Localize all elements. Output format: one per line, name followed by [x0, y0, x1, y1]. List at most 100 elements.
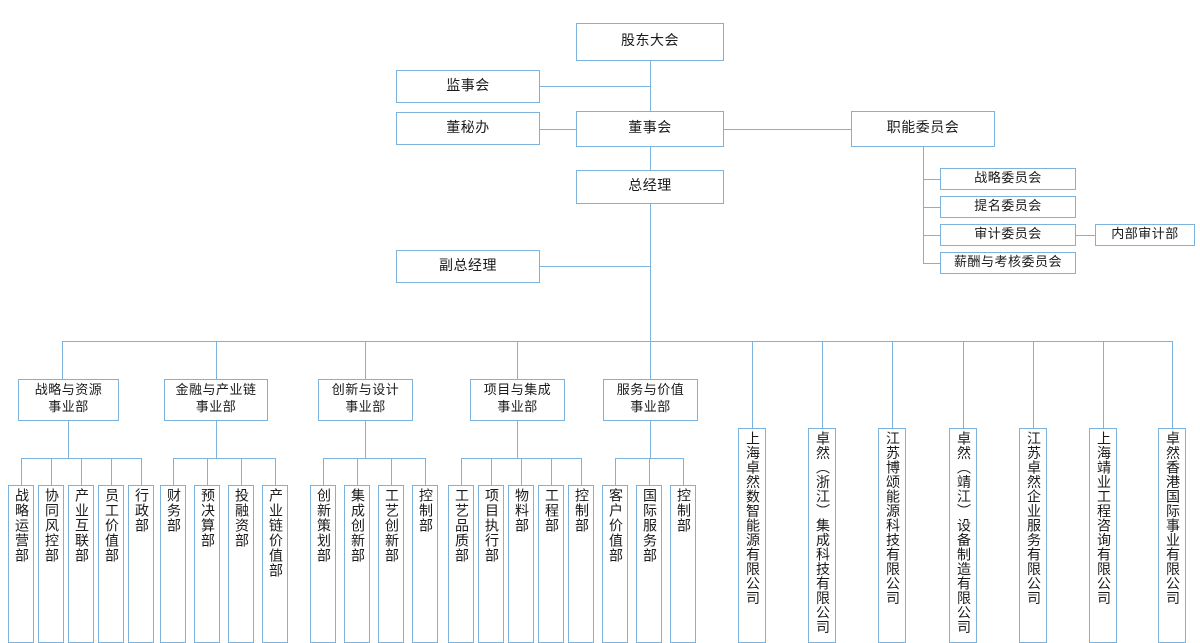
connector-dept-0-4 [141, 458, 142, 485]
division-3-line2: 事业部 [497, 400, 538, 415]
division-1-line2: 事业部 [195, 400, 237, 415]
box-dept-3-2[interactable]: 物料部 [508, 485, 534, 643]
box-division-3[interactable]: 项目与集成 事业部 [470, 379, 565, 421]
main-horizontal-bus [62, 341, 1172, 342]
box-division-4[interactable]: 服务与价值 事业部 [603, 379, 698, 421]
connector-secretary-to-board [540, 129, 576, 130]
box-dept-0-1[interactable]: 协同风控部 [38, 485, 64, 643]
connector-board-to-functional-committee [724, 129, 851, 130]
division-3-line1: 项目与集成 [483, 383, 552, 399]
connector-dept-1-0 [173, 458, 174, 485]
connector-dept-2-2 [391, 458, 392, 485]
box-subsidiary-6[interactable]: 卓然香港国际事业有限公司 [1158, 428, 1186, 643]
connector-division-2-drop [365, 421, 366, 458]
dept-label: 工艺创新部 [383, 488, 399, 563]
connector-bus-to-division-2 [365, 341, 366, 379]
dept-label: 国际服务部 [641, 488, 657, 563]
subsidiary-label: 卓然（浙江）集成科技有限公司 [814, 431, 830, 634]
box-dept-1-2[interactable]: 投融资部 [228, 485, 254, 643]
box-subsidiary-3[interactable]: 卓然（靖江）设备制造有限公司 [949, 428, 977, 643]
dept-label: 预决算部 [199, 488, 215, 548]
dept-label: 项目执行部 [483, 488, 499, 563]
dept-label: 控制部 [675, 488, 691, 533]
subsidiary-label: 江苏博颂能源科技有限公司 [884, 431, 900, 605]
box-subsidiary-1[interactable]: 卓然（浙江）集成科技有限公司 [808, 428, 836, 643]
box-dept-3-4[interactable]: 控制部 [568, 485, 594, 643]
connector-division-1-drop [216, 421, 217, 458]
box-dept-4-2[interactable]: 控制部 [670, 485, 696, 643]
box-nomination-committee[interactable]: 提名委员会 [940, 196, 1076, 218]
box-dept-2-0[interactable]: 创新策划部 [310, 485, 336, 643]
connector-bus-to-subsidiary-2 [892, 341, 893, 428]
subsidiary-label: 卓然香港国际事业有限公司 [1164, 431, 1180, 605]
box-dept-3-1[interactable]: 项目执行部 [478, 485, 504, 643]
box-subsidiary-5[interactable]: 上海靖业工程咨询有限公司 [1089, 428, 1117, 643]
connector-bus-to-division-4 [650, 341, 651, 379]
box-audit-committee[interactable]: 审计委员会 [940, 224, 1076, 246]
box-division-0[interactable]: 战略与资源 事业部 [18, 379, 119, 421]
box-board-of-directors[interactable]: 董事会 [576, 111, 724, 147]
connector-dept-2-3 [425, 458, 426, 485]
box-subsidiary-0[interactable]: 上海卓然数智能源有限公司 [738, 428, 766, 643]
connector-dept-3-3 [551, 458, 552, 485]
box-deputy-general-manager[interactable]: 副总经理 [396, 250, 540, 283]
connector-supervisory-to-spine [540, 86, 650, 87]
box-subsidiary-2[interactable]: 江苏博颂能源科技有限公司 [878, 428, 906, 643]
box-dept-1-1[interactable]: 预决算部 [194, 485, 220, 643]
box-dept-4-0[interactable]: 客户价值部 [602, 485, 628, 643]
subsidiary-label: 上海卓然数智能源有限公司 [744, 431, 760, 605]
dept-label: 控制部 [417, 488, 433, 533]
box-board-secretary-office[interactable]: 董秘办 [396, 112, 540, 145]
dept-label: 财务部 [165, 488, 181, 533]
box-dept-2-1[interactable]: 集成创新部 [344, 485, 370, 643]
box-dept-3-3[interactable]: 工程部 [538, 485, 564, 643]
connector-dept-4-0 [615, 458, 616, 485]
box-dept-2-3[interactable]: 控制部 [412, 485, 438, 643]
box-dept-1-0[interactable]: 财务部 [160, 485, 186, 643]
dept-label: 工艺品质部 [453, 488, 469, 563]
box-dept-0-0[interactable]: 战略运营部 [8, 485, 34, 643]
box-subsidiary-4[interactable]: 江苏卓然企业服务有限公司 [1019, 428, 1047, 643]
connector-dept-4-1 [649, 458, 650, 485]
connector-shareholders-to-board [650, 61, 651, 111]
box-dept-0-3[interactable]: 员工价值部 [98, 485, 124, 643]
box-dept-3-0[interactable]: 工艺品质部 [448, 485, 474, 643]
division-0-line1: 战略与资源 [34, 383, 103, 399]
connector-deputy-gm-to-spine [540, 266, 650, 267]
connector-dept-1-2 [241, 458, 242, 485]
connector-division-0-drop [68, 421, 69, 458]
dept-label: 客户价值部 [607, 488, 623, 563]
dept-label: 创新策划部 [315, 488, 331, 563]
box-dept-4-1[interactable]: 国际服务部 [636, 485, 662, 643]
box-dept-1-3[interactable]: 产业链价值部 [262, 485, 288, 643]
division-1-line1: 金融与产业链 [175, 383, 257, 399]
dept-label: 集成创新部 [349, 488, 365, 563]
connector-committee-1 [923, 207, 940, 208]
division-0-line2: 事业部 [48, 400, 89, 415]
box-compensation-committee[interactable]: 薪酬与考核委员会 [940, 252, 1076, 274]
box-general-manager[interactable]: 总经理 [576, 170, 724, 204]
box-dept-0-2[interactable]: 产业互联部 [68, 485, 94, 643]
dept-label: 工程部 [543, 488, 559, 533]
box-internal-audit-department[interactable]: 内部审计部 [1095, 224, 1195, 246]
box-division-1[interactable]: 金融与产业链 事业部 [164, 379, 268, 421]
division-4-line1: 服务与价值 [616, 383, 685, 399]
box-division-2[interactable]: 创新与设计 事业部 [318, 379, 413, 421]
box-shareholders-meeting[interactable]: 股东大会 [576, 23, 724, 61]
connector-dept-2-0 [323, 458, 324, 485]
connector-bus-to-division-3 [517, 341, 518, 379]
box-supervisory-board[interactable]: 监事会 [396, 70, 540, 103]
box-functional-committee[interactable]: 职能委员会 [851, 111, 995, 147]
connector-gm-to-main-bus [650, 204, 651, 341]
connector-bus-to-subsidiary-5 [1103, 341, 1104, 428]
box-dept-2-2[interactable]: 工艺创新部 [378, 485, 404, 643]
dept-label: 战略运营部 [13, 488, 29, 563]
connector-bus-to-subsidiary-0 [752, 341, 753, 428]
connector-bus-to-division-0 [62, 341, 63, 379]
connector-audit-to-internal-audit [1076, 235, 1095, 236]
connector-committee-3 [923, 263, 940, 264]
box-strategy-committee[interactable]: 战略委员会 [940, 168, 1076, 190]
box-dept-0-4[interactable]: 行政部 [128, 485, 154, 643]
connector-bus-to-subsidiary-6 [1172, 341, 1173, 428]
